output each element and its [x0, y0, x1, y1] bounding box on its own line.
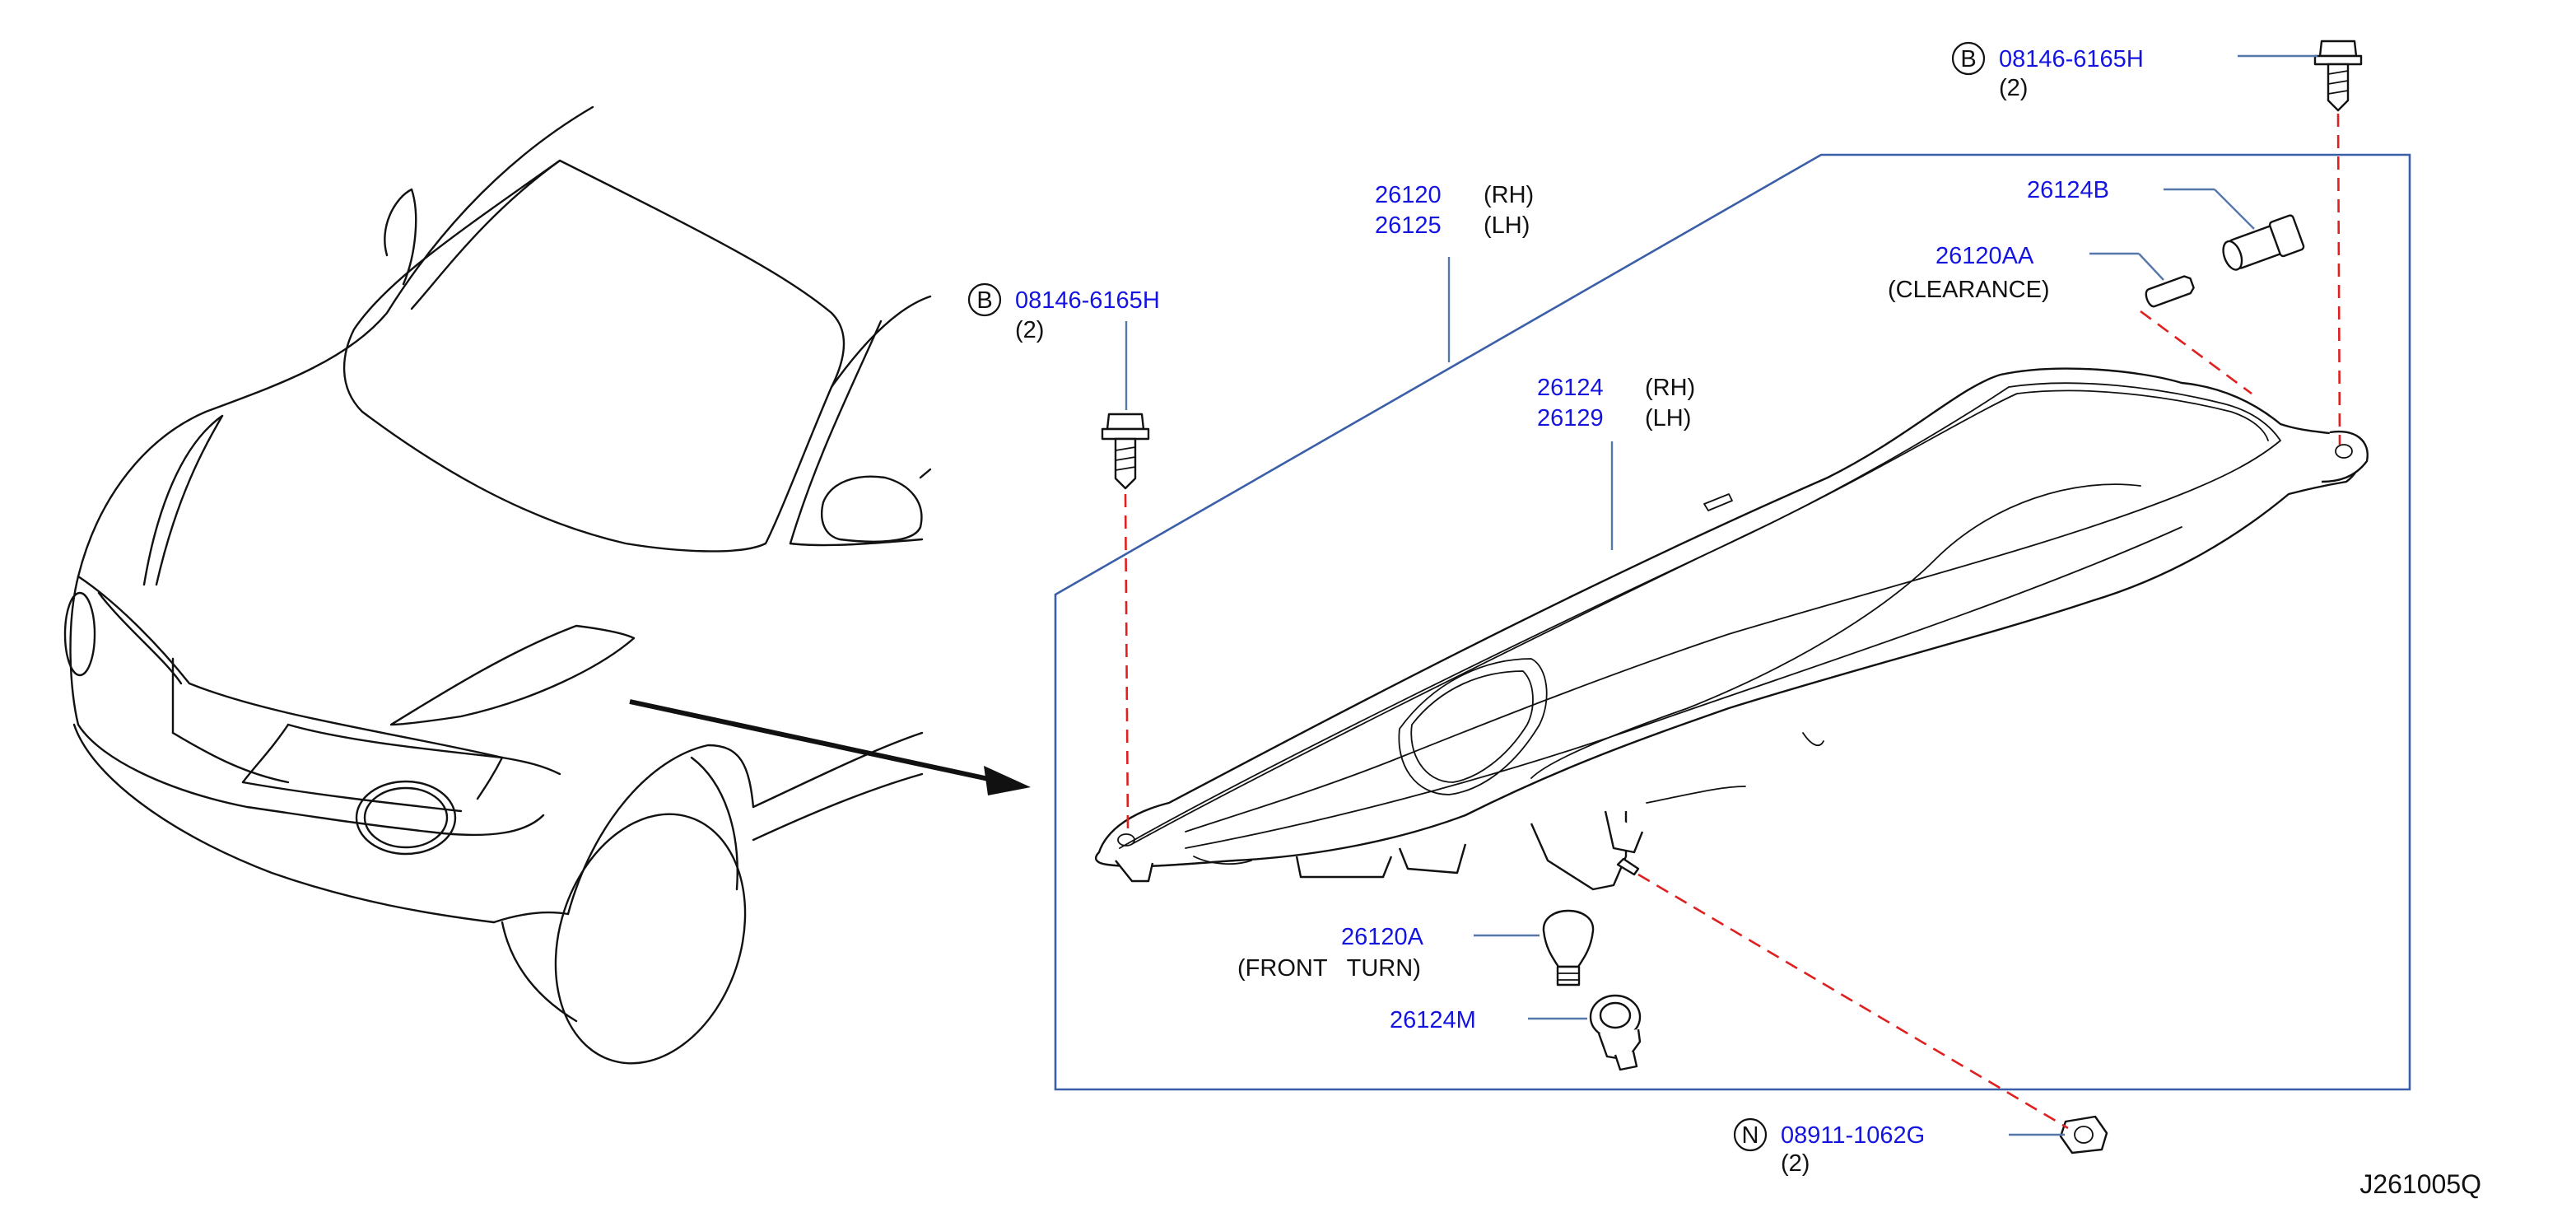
bulb-clearance-icon	[2145, 275, 2195, 308]
callout-prefix: B	[976, 287, 992, 314]
quantity: (2)	[1015, 317, 1044, 343]
callout-socket-top: 26124B	[2027, 177, 2109, 203]
callout-headlamp-housing: 26124 (RH) 26129 (LH)	[1537, 375, 1695, 431]
part-number-lh: 26125	[1375, 212, 1442, 239]
part-number: 26124B	[2027, 177, 2109, 203]
part-note: (FRONT TURN)	[1237, 955, 1421, 982]
bolt-top-right-icon	[2313, 40, 2363, 112]
part-number: 26124M	[1390, 1007, 1476, 1033]
callout-bolt-left: B 08146-6165H (2)	[967, 282, 1160, 343]
vehicle-drawing	[63, 105, 932, 1065]
diagram-id: J261005Q	[2359, 1169, 2481, 1199]
callout-bolt-top-right: B 08146-6165H (2)	[1951, 41, 2144, 101]
side-rh: (RH)	[1484, 182, 1534, 208]
callout-bulb-turn: 26120A (FRONT TURN)	[1237, 924, 1424, 982]
part-number-lh: 26129	[1537, 405, 1604, 431]
callout-prefix: B	[1960, 46, 1976, 72]
quantity: (2)	[1781, 1150, 1810, 1177]
part-number: 08146-6165H	[1999, 46, 2144, 72]
side-lh: (LH)	[1484, 212, 1530, 239]
callout-bulb-clearance: 26120AA (CLEARANCE)	[1888, 243, 2050, 303]
callout-headlamp-assembly: 26120 (RH) 26125 (LH)	[1375, 182, 1534, 239]
socket-turn-icon	[1589, 994, 1642, 1071]
pointer-arrow	[629, 699, 1031, 795]
part-note: (CLEARANCE)	[1888, 277, 2050, 303]
callout-nut-bottom: N 08911-1062G (2)	[1733, 1117, 1925, 1177]
alignment-lines	[1124, 113, 2341, 1130]
part-number: 26120AA	[1935, 243, 2034, 269]
bulb-turn-icon	[1542, 909, 1595, 986]
part-number: 08146-6165H	[1015, 287, 1160, 314]
part-number-rh: 26120	[1375, 182, 1442, 208]
part-number-rh: 26124	[1537, 375, 1604, 401]
nut-bottom-icon	[2059, 1115, 2108, 1154]
callout-prefix: N	[1742, 1122, 1759, 1149]
part-number: 08911-1062G	[1781, 1122, 1925, 1149]
side-rh: (RH)	[1645, 375, 1695, 401]
part-number: 26120A	[1341, 924, 1424, 950]
callout-socket-turn: 26124M	[1390, 1007, 1476, 1033]
leader-lines	[1125, 54, 2317, 1136]
quantity: (2)	[1999, 75, 2028, 101]
headlamp-assembly	[1094, 367, 2369, 891]
socket-top-icon	[2222, 214, 2305, 271]
bolt-left-icon	[1101, 413, 1150, 490]
side-lh: (LH)	[1645, 405, 1691, 431]
detail-frame	[1054, 153, 2411, 1091]
